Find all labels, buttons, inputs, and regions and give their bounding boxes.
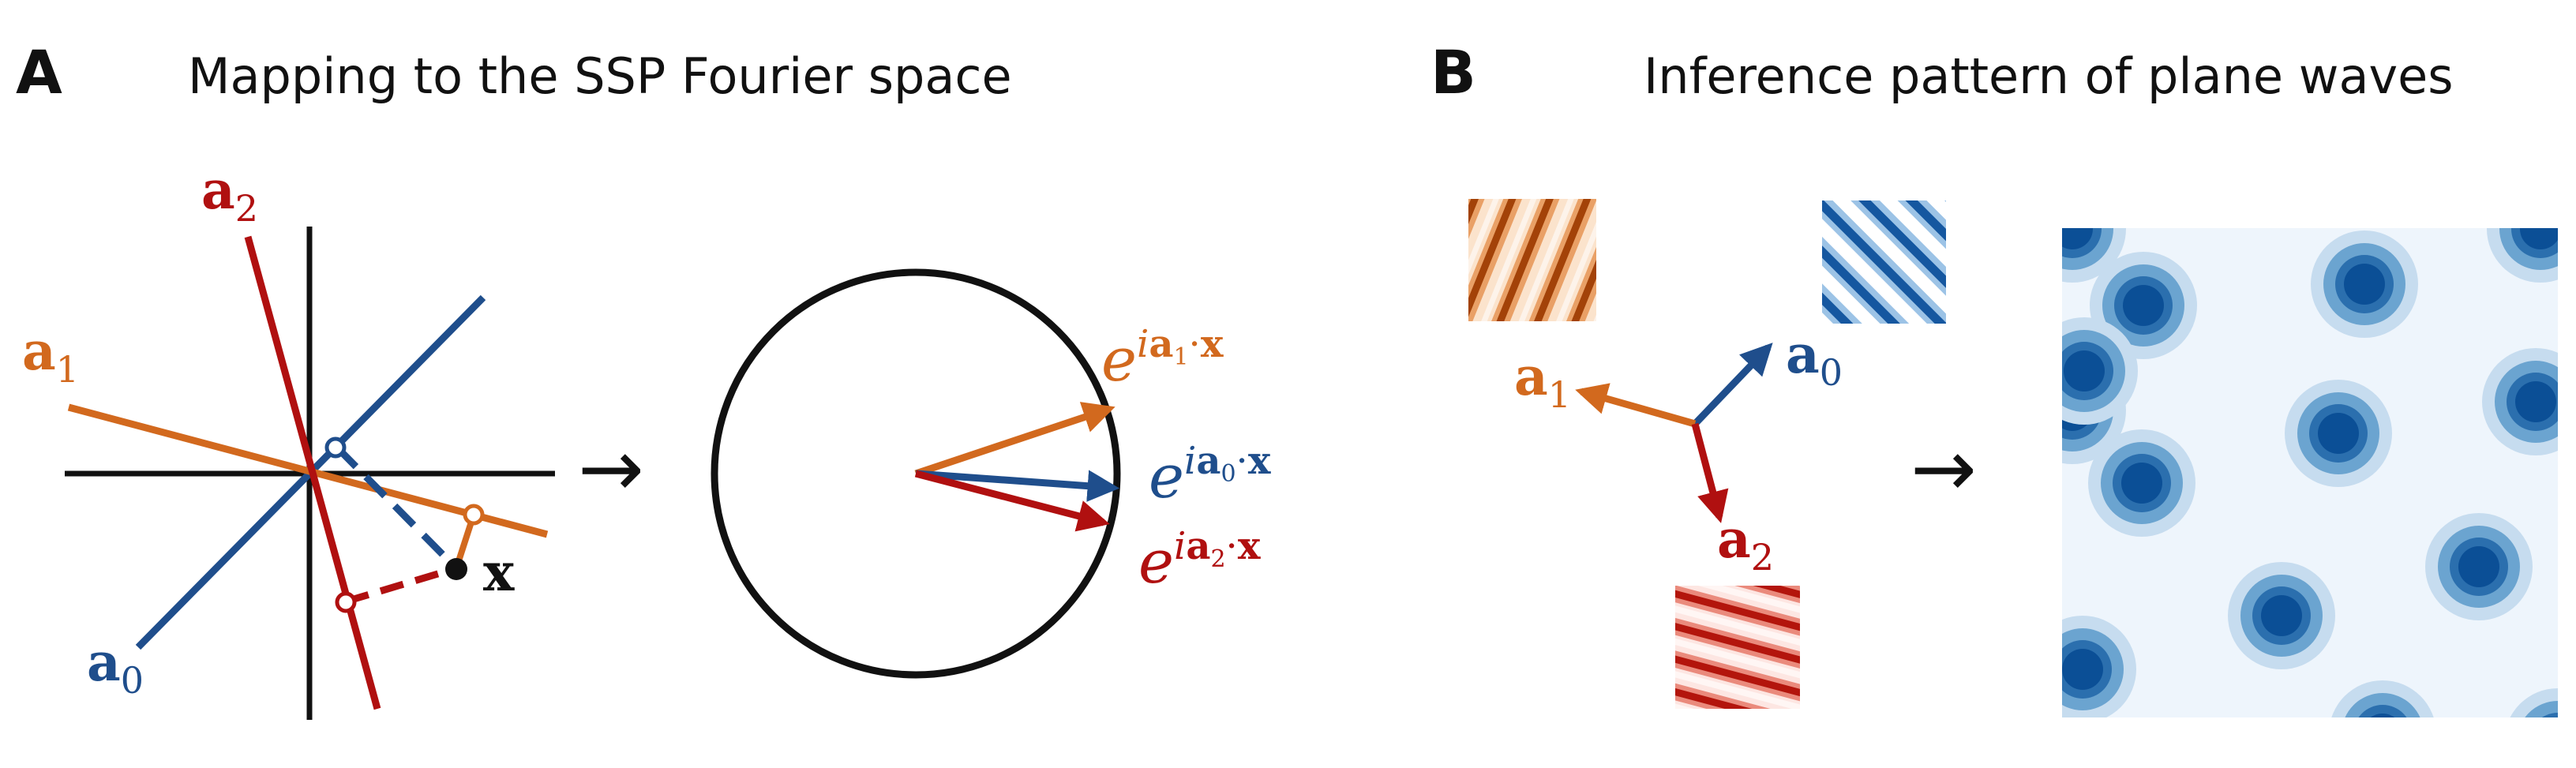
basis-arrow-a1 [1575,383,1697,428]
interference-peak [2311,230,2418,338]
label-a0-basis: a0 [1786,324,1843,394]
panel-b-letter: B [1430,37,1476,107]
peak-ring [2062,649,2103,690]
peak-ring [2537,721,2576,762]
phasor-label-a1: eia1·x [1101,322,1224,395]
panel-a-letter: A [16,37,62,107]
peak-ring [2318,413,2359,454]
panel-b-title: Inference pattern of plane waves [1644,47,2454,105]
interference-peak [2088,429,2195,537]
peak-ring [2515,381,2556,422]
peak-ring [2358,705,2407,717]
axis-line-a2 [244,235,381,710]
interference-peaks [2062,228,2576,762]
basis-arrow-a2 [1691,422,1729,523]
interference-peak [2062,616,2136,717]
interference-peak [2062,228,2126,283]
label-a2-basis: a2 [1717,508,1774,579]
peak-ring [2123,285,2164,326]
projection-a2 [344,564,458,605]
panel-a-title: Mapping to the SSP Fourier space [188,47,1012,105]
plane-wave-a0-thumbnail [1822,200,1946,324]
map-arrow-a: → [578,422,644,515]
peak-ring [2525,701,2558,717]
projection-point-a0 [324,436,347,459]
projection-point-a1 [463,504,485,526]
phasor-label-a2: eia2·x [1138,524,1261,597]
peak-ring [2064,350,2105,391]
plane-wave-a1-thumbnail [1468,199,1596,321]
phasor-label-a0: eia0·x [1149,439,1271,511]
phasor-a1 [914,402,1116,478]
interference-pattern [2062,228,2576,762]
peak-ring [2541,713,2558,717]
peak-ring [2121,463,2162,504]
interference-peak [2482,348,2558,455]
peak-ring [2261,595,2302,636]
peak-ring [2344,264,2385,305]
plane-wave-a2-thumbnail [1675,586,1800,709]
projection-a0 [334,444,459,571]
interference-peak [2285,380,2392,487]
interference-peak [2062,317,2138,425]
label-a1-axis: a1 [22,320,79,391]
peak-ring [2520,228,2558,249]
peak-ring [2062,228,2093,249]
label-a0-axis: a0 [87,631,144,702]
interference-peak [2425,513,2533,620]
peak-ring [2370,714,2395,717]
phasor-a2 [914,470,1110,532]
point-x-label: x [483,541,515,603]
projection-point-a2 [335,591,357,613]
point-x [445,558,467,580]
label-a2-axis: a2 [201,159,258,230]
interference-peak [2510,688,2576,762]
interference-peak [2228,562,2335,669]
map-arrow-b: → [1910,422,1977,515]
interference-peak [2487,228,2558,283]
label-a1-basis: a1 [1514,346,1571,416]
interference-peak [2331,680,2434,717]
basis-arrow-a0 [1692,343,1773,427]
peak-ring [2458,546,2499,587]
phasor-a0 [915,470,1120,502]
